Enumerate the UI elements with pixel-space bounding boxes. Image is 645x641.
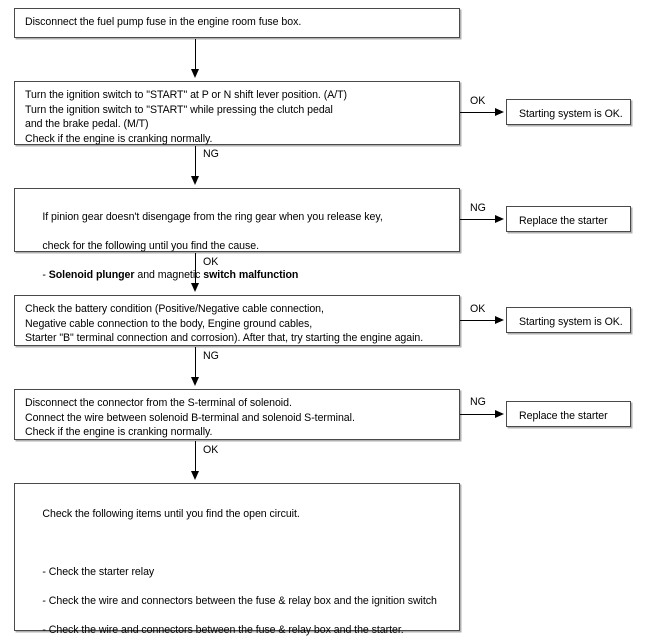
step-box-6: Check the following items until you find… [14, 483, 460, 636]
branch-ng-2-arrowhead [495, 215, 504, 223]
step-box-2: Turn the ignition switch to "START" at P… [14, 81, 460, 145]
step-3-line-1: If pinion gear doesn't disengage from th… [42, 210, 383, 223]
connector-5-6-line [195, 441, 196, 474]
step-box-5: Disconnect the connector from the S-term… [14, 389, 460, 440]
outcome-box-3: Starting system is OK. [506, 307, 631, 333]
connector-3-4-line [195, 253, 196, 286]
branch-ng-4-line [460, 414, 498, 415]
step-4-text: Check the battery condition (Positive/Ne… [25, 303, 424, 345]
edge-label-ok-3: OK [470, 303, 486, 315]
step-3-line-2: check for the following until you find t… [42, 239, 259, 252]
step-2-text: Turn the ignition switch to "START" at P… [25, 89, 347, 145]
edge-label-ng-2: NG [470, 202, 486, 214]
step-3-line-3-normal-1: and magnetic [134, 268, 204, 281]
edge-label-ng-3: NG [203, 350, 219, 362]
step-3-line-3-bold-2: switch malfunction [203, 268, 299, 281]
step-box-3: If pinion gear doesn't disengage from th… [14, 188, 460, 310]
step-6-item-3: - Check the wire and connectors between … [42, 624, 404, 637]
connector-2-3-arrowhead [191, 176, 199, 185]
outcome-4-text: Replace the starter [519, 410, 608, 422]
connector-5-6-arrowhead [191, 471, 199, 480]
outcome-box-1: Starting system is OK. [506, 99, 631, 125]
step-6-text: Check the following items until you find… [25, 492, 453, 641]
edge-label-ng-1: NG [203, 148, 219, 160]
step-6-item-2: - Check the wire and connectors between … [42, 595, 437, 608]
edge-label-ng-4: NG [470, 396, 486, 408]
connector-1-2-line [195, 39, 196, 72]
step-5-text: Disconnect the connector from the S-term… [25, 397, 355, 439]
outcome-box-4: Replace the starter [506, 401, 631, 427]
connector-4-5-arrowhead [191, 377, 199, 386]
branch-ok-1-line [460, 112, 498, 113]
edge-label-ok-1: OK [470, 95, 486, 107]
connector-4-5-line [195, 347, 196, 380]
edge-label-ok-4: OK [203, 444, 219, 456]
step-3-line-3-dash: - [42, 268, 49, 281]
connector-2-3-line [195, 146, 196, 179]
step-3-line-3-bold-1: Solenoid plunger [48, 268, 135, 281]
branch-ok-1-arrowhead [495, 108, 504, 116]
outcome-box-2: Replace the starter [506, 206, 631, 232]
outcome-3-text: Starting system is OK. [519, 316, 623, 328]
branch-ng-4-arrowhead [495, 410, 504, 418]
step-6-spacer [25, 536, 453, 551]
connector-1-2-arrowhead [191, 69, 199, 78]
step-box-4: Check the battery condition (Positive/Ne… [14, 295, 460, 346]
connector-3-4-arrowhead [191, 283, 199, 292]
branch-ok-3-line [460, 320, 498, 321]
step-6-heading: Check the following items until you find… [42, 507, 300, 520]
step-1-text: Disconnect the fuel pump fuse in the eng… [25, 16, 302, 28]
step-box-1: Disconnect the fuel pump fuse in the eng… [14, 8, 460, 38]
branch-ng-2-line [460, 219, 498, 220]
outcome-2-text: Replace the starter [519, 215, 608, 227]
outcome-1-text: Starting system is OK. [519, 108, 623, 120]
edge-label-ok-2: OK [203, 256, 219, 268]
step-6-item-1: - Check the starter relay [42, 565, 155, 578]
branch-ok-3-arrowhead [495, 316, 504, 324]
